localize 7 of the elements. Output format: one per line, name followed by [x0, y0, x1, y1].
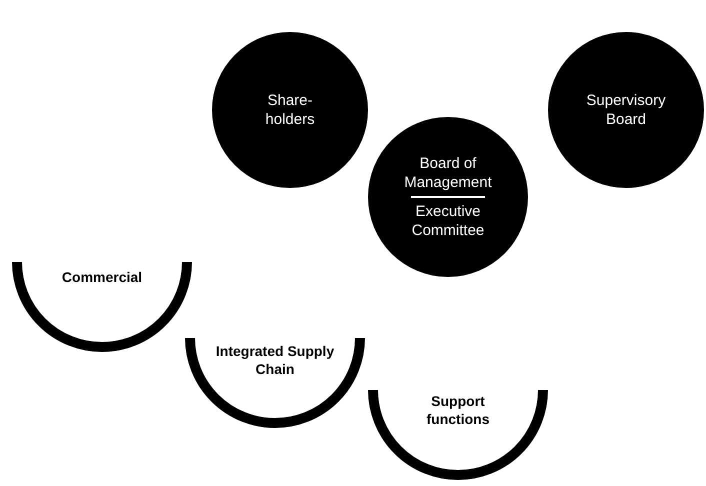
node-label: Integrated Supply Chain [215, 342, 335, 378]
node-label: Executive Committee [410, 202, 486, 240]
node-label: Share- holders [264, 91, 316, 129]
node-label: Commercial [60, 268, 144, 286]
node-label: Board of Management [403, 154, 493, 192]
node-label: Support functions [426, 392, 490, 428]
node-label: Supervisory Board [585, 91, 667, 129]
